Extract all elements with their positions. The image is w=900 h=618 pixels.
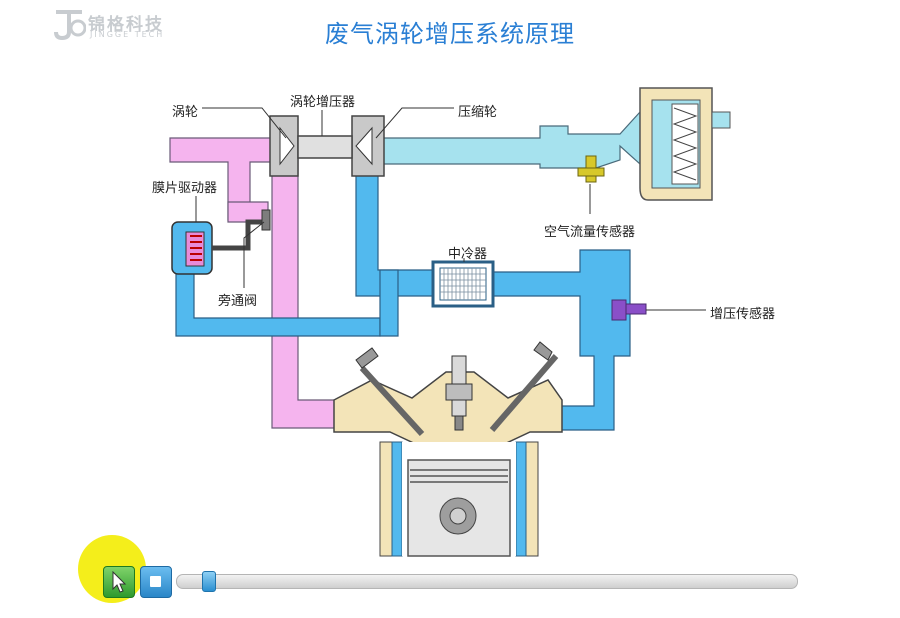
label-compressor: 压缩轮 — [458, 105, 498, 120]
pressurized-path — [175, 159, 631, 431]
turbocharger — [269, 115, 385, 177]
play-button[interactable] — [103, 566, 135, 598]
intake-path — [379, 110, 641, 169]
logo-mark-icon — [54, 10, 87, 41]
air-filter — [639, 87, 731, 201]
bypass-valve — [261, 209, 271, 231]
progress-knob[interactable] — [202, 571, 216, 592]
engine-head — [333, 341, 563, 447]
turbo-system-diagram — [169, 87, 731, 557]
logo-subtext: JINGGE TECH — [90, 30, 165, 39]
label-turbine: 涡轮 — [172, 105, 199, 120]
label-intercooler: 中冷器 — [448, 247, 488, 262]
air-flow-sensor — [577, 155, 605, 183]
page-title: 废气涡轮增压系统原理 — [325, 20, 575, 48]
label-diaphragm-actuator: 膜片驱动器 — [152, 181, 218, 196]
stop-icon — [150, 576, 161, 587]
stop-button[interactable] — [140, 566, 172, 598]
company-logo — [52, 8, 172, 42]
intercooler — [431, 260, 495, 308]
logo-text: 锦格科技 — [88, 15, 164, 35]
label-turbocharger: 涡轮增压器 — [290, 95, 356, 110]
cylinder — [379, 441, 539, 557]
diaphragm-actuator — [171, 219, 266, 275]
progress-track[interactable] — [176, 574, 798, 589]
cursor-arrow-icon — [112, 571, 127, 593]
boost-pressure-sensor — [611, 299, 647, 321]
label-air-flow-sensor: 空气流量传感器 — [544, 225, 636, 240]
label-boost-sensor: 增压传感器 — [710, 307, 776, 322]
label-bypass-valve: 旁通阀 — [218, 294, 258, 309]
leader-lines — [195, 107, 706, 311]
